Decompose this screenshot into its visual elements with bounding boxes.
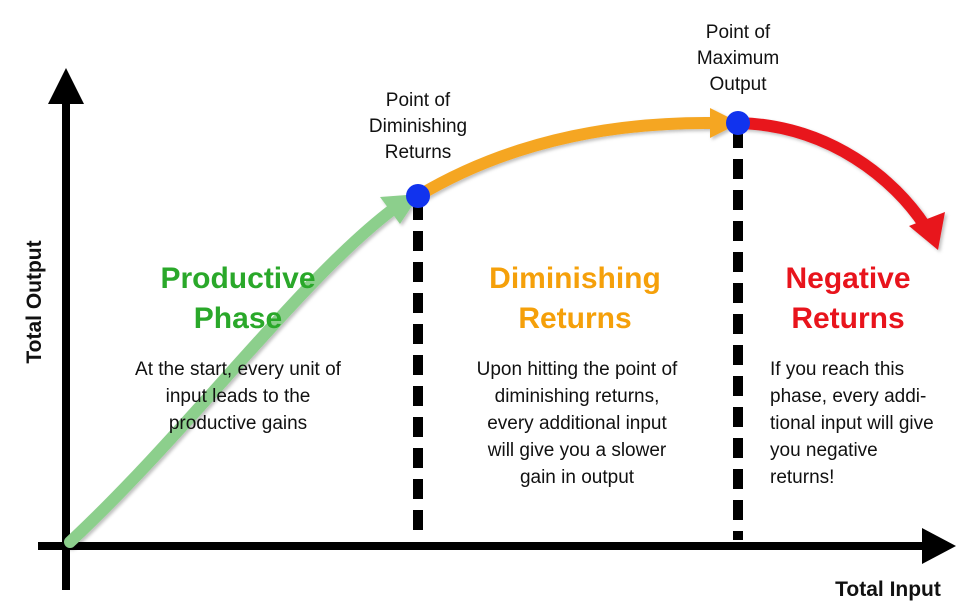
diminishing-curve xyxy=(412,108,740,202)
maximum-point-label-line: Output xyxy=(709,74,767,95)
diminishing-phase-description-line: Upon hitting the point of xyxy=(476,359,678,380)
diminishing-phase-title: Diminishing Returns xyxy=(455,259,695,339)
negative-curve-arrowhead xyxy=(909,212,945,250)
maximum-point-label-line: Point of xyxy=(705,22,771,43)
negative-curve-line xyxy=(732,117,931,232)
diminishing-phase-description: Upon hitting the point of diminishing re… xyxy=(442,356,712,491)
productive-phase-description: At the start, every unit of input leads … xyxy=(100,356,376,437)
maximum-point-label: Point of Maximum Output xyxy=(668,20,808,98)
x-axis-label: Total Input xyxy=(835,578,941,601)
negative-curve xyxy=(732,117,945,250)
productive-phase-title-line: Phase xyxy=(193,302,283,335)
negative-phase-title-line: Negative xyxy=(785,262,911,295)
productive-phase-description-line: productive gains xyxy=(168,413,308,434)
diminishing-phase-description-line: gain in output xyxy=(519,467,635,488)
maximum-point-label-line: Maximum xyxy=(696,48,780,69)
y-axis-arrowhead xyxy=(48,68,84,104)
negative-phase-description-line: tional input will give xyxy=(770,413,934,434)
diminishing-phase-title-line: Diminishing xyxy=(489,262,661,295)
diminishing-point-label-line: Point of xyxy=(385,90,451,111)
diminishing-point-label-line: Diminishing xyxy=(368,116,468,137)
negative-phase-description-line: phase, every addi- xyxy=(770,386,927,407)
diminishing-point-marker xyxy=(406,184,430,208)
productive-phase-description-line: input leads to the xyxy=(165,386,311,407)
negative-phase-title: Negative Returns xyxy=(753,259,943,339)
productive-phase-title-line: Productive xyxy=(160,262,316,295)
negative-phase-description-line: you negative xyxy=(770,440,878,461)
diminishing-point-label-line: Returns xyxy=(384,142,452,163)
productive-phase-title: Productive Phase xyxy=(118,259,358,339)
diminishing-point-label: Point of Diminishing Returns xyxy=(345,88,491,166)
negative-phase-title-line: Returns xyxy=(791,302,905,335)
diminishing-curve-line xyxy=(412,116,720,202)
x-axis-arrowhead xyxy=(922,528,956,564)
negative-phase-description-line: returns! xyxy=(770,467,835,488)
productive-curve-line xyxy=(64,204,398,548)
diminishing-phase-description-line: diminishing returns, xyxy=(494,386,660,407)
maximum-point-marker xyxy=(726,111,750,135)
diminishing-curve-arrowhead xyxy=(710,108,740,138)
productive-phase-description-line: At the start, every unit of xyxy=(135,359,341,380)
negative-phase-description-line: If you reach this xyxy=(770,359,905,380)
axes xyxy=(38,68,956,590)
diminishing-phase-title-line: Returns xyxy=(518,302,632,335)
diminishing-phase-description-line: will give you a slower xyxy=(487,440,667,461)
negative-phase-description: If you reach this phase, every addi- tio… xyxy=(770,356,965,491)
y-axis-label: Total Output xyxy=(23,240,46,364)
diminishing-phase-description-line: every additional input xyxy=(487,413,667,434)
